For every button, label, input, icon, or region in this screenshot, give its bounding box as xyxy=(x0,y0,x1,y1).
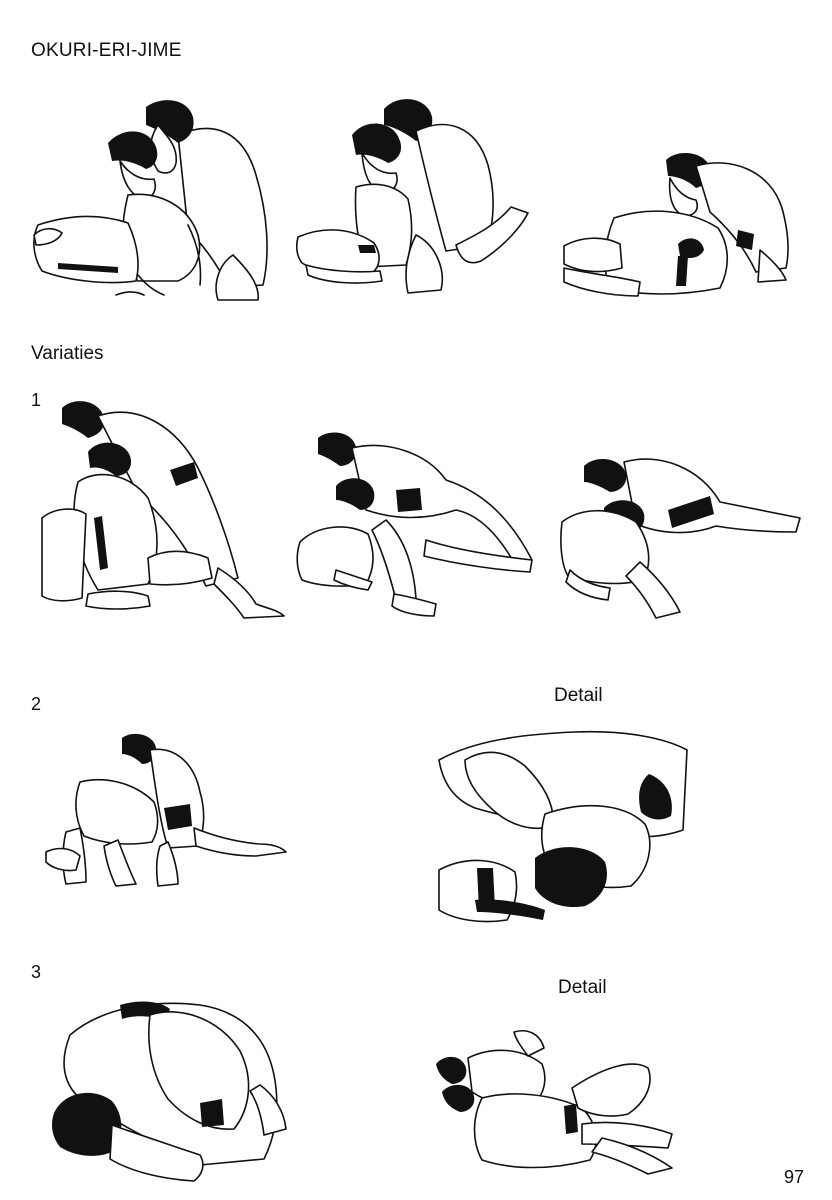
page-number: 97 xyxy=(783,1167,804,1187)
variation-3-number: 3 xyxy=(31,962,42,982)
illustration-variation-1-step-1 xyxy=(38,398,286,620)
variation-1-number: 1 xyxy=(31,390,42,410)
variation-2-detail-label: Detail xyxy=(554,685,603,706)
illustration-main-step-2 xyxy=(296,95,536,300)
variations-heading: Variaties xyxy=(31,343,104,364)
illustration-variation-1-step-3 xyxy=(560,452,805,622)
illustration-main-step-1 xyxy=(28,95,273,307)
illustration-variation-2-detail xyxy=(435,730,690,928)
illustration-variation-2-overview xyxy=(44,732,289,890)
illustration-main-step-3 xyxy=(560,150,805,300)
variation-3-detail-label: Detail xyxy=(558,977,607,998)
page-title: OKURI-ERI-JIME xyxy=(31,40,182,61)
variation-2-number: 2 xyxy=(31,694,42,714)
illustration-variation-3-overview xyxy=(50,995,290,1185)
illustration-variation-3-detail xyxy=(432,1028,682,1176)
illustration-variation-1-step-2 xyxy=(296,430,544,618)
